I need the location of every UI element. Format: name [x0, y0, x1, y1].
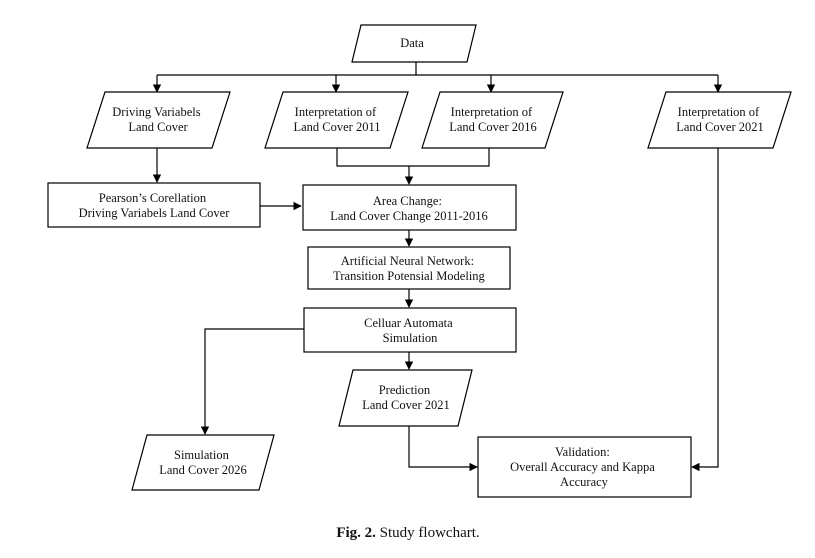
ann-line-1: Artificial Neural Network:: [341, 254, 474, 268]
interp2016-line-2: Land Cover 2016: [449, 120, 536, 134]
svg-text:Driving Variabels Land C: Driving Variabels Land Cover: [112, 105, 203, 134]
edges: [152, 62, 723, 472]
node-area-change: Area Change: Land Cover Change 2011-2016: [302, 184, 517, 231]
ann-line-2: Transition Potensial Modeling: [333, 269, 485, 283]
node-validation: Validation: Overall Accuracy and Kappa A…: [477, 436, 692, 498]
simulation-line-2: Land Cover 2026: [159, 463, 246, 477]
node-driving-variables: Driving Variabels Land Cover: [86, 91, 231, 149]
caption-label: Fig. 2.: [336, 525, 376, 541]
node-data-label: Data: [400, 36, 424, 50]
node-interpretation-2011: Interpretation of Land Cover 2011: [264, 91, 409, 149]
svg-text:Simulation Land Cover 20: Simulation Land Cover 2026: [159, 448, 246, 477]
node-simulation: Simulation Land Cover 2026: [131, 434, 275, 491]
interp2021-line-1: Interpretation of: [678, 105, 760, 119]
svg-text:Interpretation of Land C: Interpretation of Land Cover 2011: [293, 105, 380, 134]
prediction-line-1: Prediction: [379, 383, 431, 397]
node-cellular-automata: Celluar Automata Simulation: [303, 307, 517, 353]
node-artificial-neural-network: Artificial Neural Network: Transition Po…: [307, 246, 511, 290]
svg-text:Interpretation of Land C: Interpretation of Land Cover 2016: [449, 105, 536, 134]
figure-caption: Fig. 2. Study flowchart.: [336, 525, 479, 541]
edge-interp2016-merge: [409, 148, 490, 167]
svg-text:Prediction Land Cover 20: Prediction Land Cover 2021: [362, 383, 449, 412]
interp2011-line-1: Interpretation of: [295, 105, 377, 119]
node-interpretation-2016: Interpretation of Land Cover 2016: [421, 91, 564, 149]
area-line-1: Area Change:: [373, 194, 442, 208]
edge-interp2011-merge: [336, 148, 409, 167]
ca-line-1: Celluar Automata: [364, 316, 453, 330]
svg-text:Celluar Automata Simulat: Celluar Automata Simulation: [364, 316, 456, 345]
edge-interp2021-validation: [691, 148, 719, 472]
node-interpretation-2021: Interpretation of Land Cover 2021: [647, 91, 792, 149]
interp2016-line-1: Interpretation of: [451, 105, 533, 119]
node-prediction: Prediction Land Cover 2021: [338, 369, 473, 427]
caption-text: Study flowchart.: [376, 525, 480, 541]
svg-text:Pearson’s Corellation Dr: Pearson’s Corellation Driving Variabels …: [79, 191, 231, 220]
validation-line-1: Validation:: [555, 445, 610, 459]
svg-text:Area Change: Land Cover: Area Change: Land Cover Change 2011-2016: [330, 194, 488, 223]
node-data: Data: [351, 24, 477, 63]
edge-prediction-validation: [408, 426, 478, 472]
driving-line-1: Driving Variabels: [112, 105, 200, 119]
svg-text:Artificial Neural Network:: Artificial Neural Network: Transition Po…: [333, 254, 485, 283]
validation-line-2: Overall Accuracy and Kappa: [510, 460, 655, 474]
interp2021-line-2: Land Cover 2021: [676, 120, 763, 134]
svg-text:Validation: Overall Accu: Validation: Overall Accuracy and Kappa A…: [510, 445, 658, 489]
simulation-line-1: Simulation: [174, 448, 230, 462]
pearson-line-2: Driving Variabels Land Cover: [79, 206, 231, 220]
prediction-line-2: Land Cover 2021: [362, 398, 449, 412]
svg-text:Interpretation of Land C: Interpretation of Land Cover 2021: [676, 105, 763, 134]
pearson-line-1: Pearson’s Corellation: [99, 191, 207, 205]
interp2011-line-2: Land Cover 2011: [293, 120, 380, 134]
node-pearson-correlation: Pearson’s Corellation Driving Variabels …: [47, 182, 261, 228]
ca-line-2: Simulation: [383, 331, 439, 345]
edge-ca-simulation: [200, 328, 304, 435]
validation-line-3: Accuracy: [560, 475, 609, 489]
driving-line-2: Land Cover: [128, 120, 188, 134]
area-line-2: Land Cover Change 2011-2016: [330, 209, 488, 223]
